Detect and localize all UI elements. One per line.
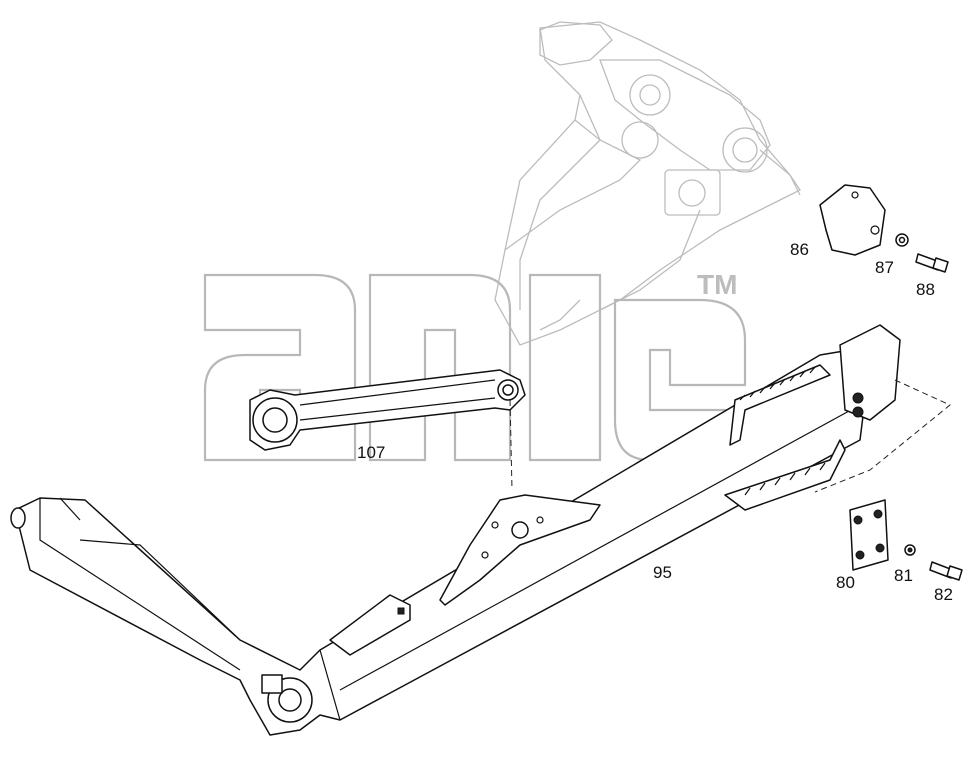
part-107-arm: [249, 369, 526, 451]
label-88: 88: [916, 280, 935, 299]
trademark-text: TM: [697, 269, 737, 300]
label-81: 81: [894, 566, 913, 585]
part-82-bolt: [929, 561, 963, 581]
label-86: 86: [790, 240, 809, 259]
part-88-bolt: [915, 253, 949, 273]
part-86-cover: [819, 184, 886, 256]
alignment-line-arm: [509, 399, 513, 491]
label-87: 87: [875, 258, 894, 277]
alignment-line-mount: [814, 379, 951, 493]
part-81-washer: [904, 544, 916, 556]
label-95: 95: [653, 563, 672, 582]
label-107: 107: [357, 443, 385, 462]
part-80-plate: [849, 499, 889, 571]
label-82: 82: [934, 585, 953, 604]
part-87-washer: [895, 233, 909, 247]
background-assembly: [494, 21, 801, 346]
watermark-logo: TM: [203, 269, 747, 462]
label-80: 80: [836, 573, 855, 592]
part-95-frame: [10, 324, 901, 736]
